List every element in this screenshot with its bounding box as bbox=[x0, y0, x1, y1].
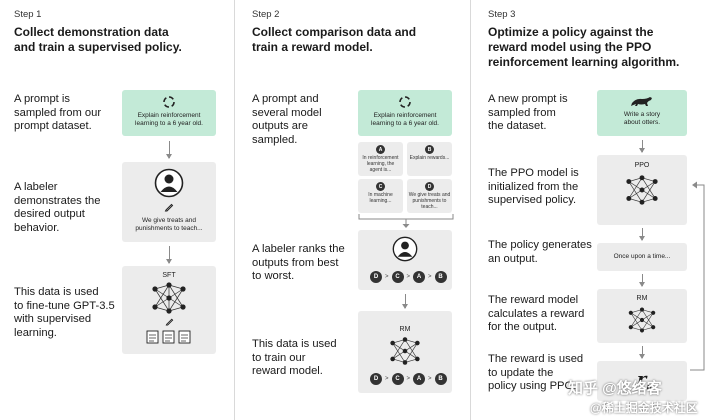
person-icon bbox=[154, 168, 184, 198]
bracket-connector bbox=[358, 214, 454, 228]
rm-model-name-step3: RM bbox=[636, 295, 648, 302]
step3-rm-card: RM bbox=[597, 289, 687, 343]
step3-label: Step 3 bbox=[488, 9, 516, 20]
step3-output-card: Once upon a time... bbox=[597, 243, 687, 271]
ppo-model-name: PPO bbox=[634, 162, 650, 169]
step3-arrow-4 bbox=[639, 346, 645, 359]
step2-label: Step 2 bbox=[252, 9, 280, 20]
documents-icon bbox=[146, 330, 191, 344]
otter-icon bbox=[631, 97, 652, 106]
step2-labeler-card: D> C> A> B bbox=[358, 230, 452, 290]
step3-arrow-3 bbox=[639, 274, 645, 287]
neural-network-icon bbox=[152, 282, 186, 314]
step1-label: Step 1 bbox=[14, 9, 42, 20]
pencil-icon bbox=[165, 318, 174, 326]
step3-ppo-card: PPO bbox=[597, 155, 687, 225]
step3-reward-card: rk bbox=[597, 361, 687, 401]
neural-network-icon bbox=[390, 337, 420, 365]
feedback-loop-arrow bbox=[690, 181, 705, 371]
neural-network-icon bbox=[626, 175, 658, 205]
sft-model-name: SFT bbox=[162, 272, 176, 279]
step2-rm-card: RM D> C> A> B bbox=[358, 311, 452, 393]
output-b: B Explain rewards... bbox=[407, 142, 452, 176]
step1-sft-card: SFT bbox=[122, 266, 216, 354]
step1-arrow-1 bbox=[166, 141, 172, 159]
watermark-zhihu: 知乎 @悠络客 bbox=[568, 380, 662, 397]
rm-model-name: RM bbox=[399, 326, 411, 333]
divider-2 bbox=[470, 0, 471, 420]
ranking-row-rm: D> C> A> B bbox=[370, 373, 447, 385]
step2-arrow-2 bbox=[402, 294, 408, 309]
recycle-icon bbox=[163, 96, 175, 108]
neural-network-icon bbox=[628, 307, 656, 333]
recycle-icon bbox=[399, 96, 411, 108]
reward-symbol: rk bbox=[637, 369, 653, 393]
pencil-icon bbox=[164, 203, 174, 212]
divider-1 bbox=[234, 0, 235, 420]
watermark-juejin: @稀土掘金技术社区 bbox=[590, 401, 698, 415]
step1-arrow-2 bbox=[166, 246, 172, 264]
step3-arrow-1 bbox=[639, 140, 645, 153]
ranking-row: D> C> A> B bbox=[370, 271, 447, 283]
step3-arrow-2 bbox=[639, 228, 645, 241]
step1-title: Collect demonstration data and train a s… bbox=[14, 25, 182, 54]
person-icon bbox=[392, 236, 418, 262]
